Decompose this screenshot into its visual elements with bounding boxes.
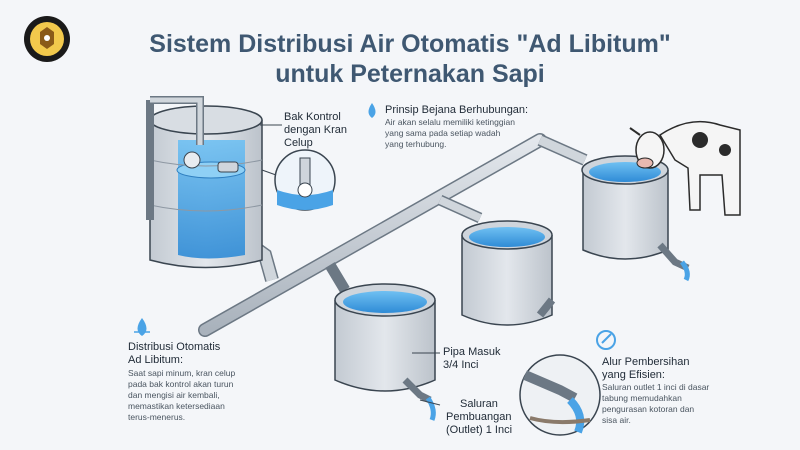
university-logo (24, 16, 70, 62)
float-valve-zoom (261, 149, 336, 211)
distribusi-desc-line5: terus-menerus. (128, 412, 186, 422)
diagram-title-line2: untuk Peternakan Sapi (275, 60, 545, 88)
label-distribusi-title-2: Ad Libitum: (128, 354, 184, 366)
droplet-icon-prinsip (368, 103, 376, 118)
label-prinsip-title: Prinsip Bejana Berhubungan: (385, 104, 529, 116)
cleaning-icon (596, 330, 616, 350)
distribusi-desc-line2: pada bak kontrol akan turun (128, 379, 234, 389)
distribusi-desc-line4: memastikan ketersediaan (128, 401, 225, 411)
distribusi-desc-line3: dan mengisi air kembali, (128, 390, 220, 400)
label-saluran-1: Saluran (460, 398, 498, 410)
label-alur-title-2: yang Efisien: (602, 369, 665, 381)
label-pipa-masuk-1: Pipa Masuk (443, 346, 501, 358)
label-saluran-2: Pembuangan (446, 411, 512, 423)
alur-desc-line4: sisa air. (602, 415, 631, 425)
control-tank (146, 96, 263, 269)
droplet-icon-distribusi (134, 318, 150, 336)
alur-desc-line1: Saluran outlet 1 inci di dasar (602, 382, 710, 392)
prinsip-desc-line2: yang sama pada setiap wadah (385, 128, 501, 138)
label-pipa-masuk-2: 3/4 Inci (443, 359, 479, 371)
label-saluran-3: (Outlet) 1 Inci (446, 424, 513, 436)
label-bak-kontrol: Bak Kontrol dengan Kran Celup (284, 111, 347, 149)
distribusi-desc-line1: Saat sapi minum, kran celup (128, 368, 236, 378)
prinsip-desc-line1: Air akan selalu memiliki ketinggian (385, 117, 515, 127)
main-pipe (198, 133, 588, 337)
drinking-tank-middle (461, 220, 556, 326)
label-distribusi-title-1: Distribusi Otomatis (128, 341, 221, 353)
cow-illustration (629, 120, 741, 216)
prinsip-desc-line3: yang terhubung. (385, 139, 447, 149)
label-alur-title-1: Alur Pembersihan (602, 356, 690, 368)
outlet-zoom (519, 354, 601, 436)
drinking-tank-front (334, 283, 436, 421)
alur-desc-line3: pengurasan kotoran dan (602, 404, 695, 414)
alur-desc-line2: tabung memudahkan (602, 393, 682, 403)
leader-line-saluran (419, 399, 441, 406)
drinking-tank-back (581, 155, 690, 282)
diagram-title-line1: Sistem Distribusi Air Otomatis "Ad Libit… (149, 30, 671, 58)
